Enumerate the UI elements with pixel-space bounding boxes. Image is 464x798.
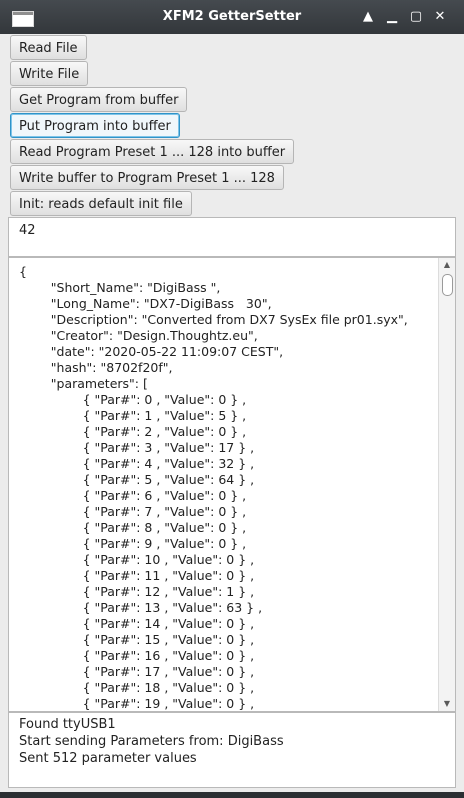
json-line: { "Par#": 14 , "Value": 0 } ,	[19, 616, 255, 631]
json-line: { "Par#": 1 , "Value": 5 } ,	[19, 408, 247, 423]
json-line: { "Par#": 12 , "Value": 1 } ,	[19, 584, 255, 599]
maximize-up-icon[interactable]: ▲	[363, 9, 373, 24]
write-file-button[interactable]: Write File	[10, 61, 89, 86]
window-app-icon	[12, 11, 34, 27]
json-line: { "Par#": 5 , "Value": 64 } ,	[19, 472, 255, 487]
scroll-thumb[interactable]	[442, 274, 453, 296]
json-line: { "Par#": 4 , "Value": 32 } ,	[19, 456, 255, 471]
write-presets-button[interactable]: Write buffer to Program Preset 1 ... 128	[10, 165, 284, 190]
json-scrollbar[interactable]: ▲ ▼	[438, 258, 455, 711]
json-line: { "Par#": 2 , "Value": 0 } ,	[19, 424, 247, 439]
json-line: "Description": "Converted from DX7 SysEx…	[19, 312, 408, 327]
minimize-icon[interactable]: ▁	[387, 9, 397, 24]
json-line: { "Par#": 18 , "Value": 0 } ,	[19, 680, 255, 695]
json-line: "Long_Name": "DX7-DigiBass 30",	[19, 296, 272, 311]
get-program-button[interactable]: Get Program from buffer	[10, 87, 188, 112]
scroll-up-icon[interactable]: ▲	[443, 260, 451, 269]
json-line: { "Par#": 10 , "Value": 0 } ,	[19, 552, 255, 567]
program-number-field[interactable]: 42	[8, 217, 456, 257]
json-line: { "Par#": 8 , "Value": 0 } ,	[19, 520, 247, 535]
json-line: { "Par#": 15 , "Value": 0 } ,	[19, 632, 255, 647]
json-text-area[interactable]: { "Short_Name": "DigiBass ", "Long_Name"…	[8, 257, 456, 712]
json-line: "date": "2020-05-22 11:09:07 CEST",	[19, 344, 284, 359]
window-title: XFM2 GetterSetter	[162, 9, 302, 24]
json-line: { "Par#": 6 , "Value": 0 } ,	[19, 488, 247, 503]
json-line: { "Par#": 0 , "Value": 0 } ,	[19, 392, 247, 407]
json-line: "parameters": [	[19, 376, 148, 391]
init-default-button[interactable]: Init: reads default init file	[10, 191, 192, 216]
json-line: { "Par#": 13 , "Value": 63 } ,	[19, 600, 263, 615]
json-line: {	[19, 264, 27, 279]
put-program-button[interactable]: Put Program into buffer	[10, 113, 180, 138]
log-line: Start sending Parameters from: DigiBass	[19, 734, 284, 749]
json-line: { "Par#": 9 , "Value": 0 } ,	[19, 536, 247, 551]
scroll-down-icon[interactable]: ▼	[443, 699, 451, 708]
title-bar[interactable]: XFM2 GetterSetter ▲ ▁ ▢ ✕	[0, 0, 464, 34]
restore-icon[interactable]: ▢	[409, 9, 423, 24]
json-line: "Short_Name": "DigiBass ",	[19, 280, 221, 295]
read-presets-button[interactable]: Read Program Preset 1 ... 128 into buffe…	[10, 139, 295, 164]
json-line: { "Par#": 17 , "Value": 0 } ,	[19, 664, 255, 679]
log-line: Sent 512 parameter values	[19, 751, 197, 766]
status-log[interactable]: Found ttyUSB1 Start sending Parameters f…	[8, 712, 456, 788]
log-line: Found ttyUSB1	[19, 717, 116, 732]
json-line: { "Par#": 3 , "Value": 17 } ,	[19, 440, 255, 455]
json-line: { "Par#": 19 , "Value": 0 } ,	[19, 696, 255, 711]
json-content: { "Short_Name": "DigiBass ", "Long_Name"…	[19, 264, 435, 711]
program-number-value: 42	[19, 223, 36, 238]
json-line: { "Par#": 7 , "Value": 0 } ,	[19, 504, 247, 519]
close-icon[interactable]: ✕	[434, 9, 446, 24]
json-line: "hash": "8702f20f",	[19, 360, 173, 375]
json-line: { "Par#": 11 , "Value": 0 } ,	[19, 568, 255, 583]
json-line: "Creator": "Design.Thoughtz.eu",	[19, 328, 258, 343]
json-line: { "Par#": 16 , "Value": 0 } ,	[19, 648, 255, 663]
read-file-button[interactable]: Read File	[10, 35, 87, 60]
